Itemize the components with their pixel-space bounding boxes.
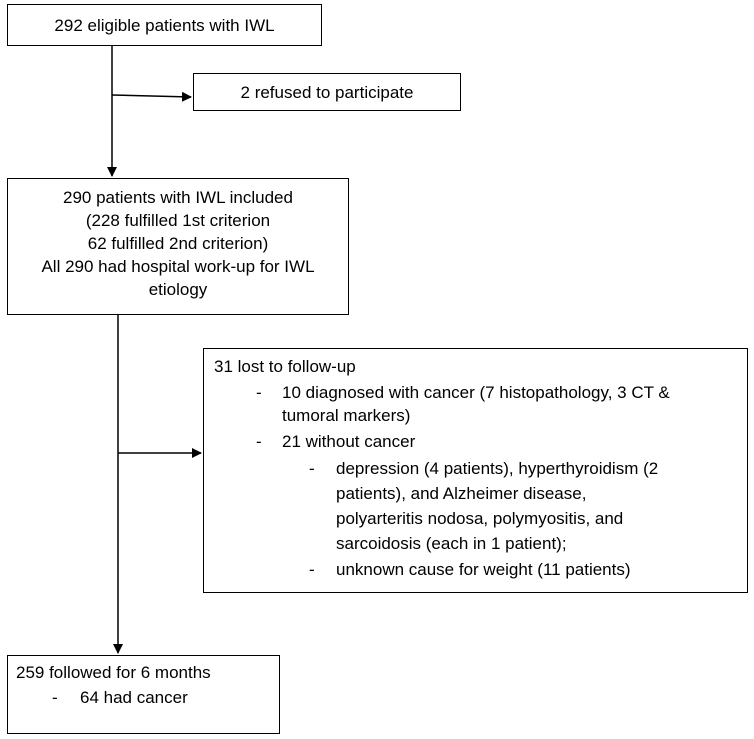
lost-no-cancer: 21 without cancer bbox=[282, 432, 416, 451]
eligible-patients-box: 292 eligible patients with IWL bbox=[7, 4, 322, 46]
lost-cancer-line: 10 diagnosed with cancer (7 histopatholo… bbox=[282, 383, 670, 402]
lost-cancer-line: tumoral markers) bbox=[282, 406, 411, 425]
bullet-dash: - bbox=[256, 383, 262, 402]
lost-title: 31 lost to follow-up bbox=[214, 357, 356, 376]
lost-to-follow-up-box: 31 lost to follow-up - 10 diagnosed with… bbox=[203, 348, 748, 593]
included-line: (228 fulfilled 1st criterion bbox=[85, 211, 271, 230]
included-line: 290 patients with IWL included bbox=[63, 188, 293, 207]
followed-box: 259 followed for 6 months - 64 had cance… bbox=[7, 655, 280, 734]
included-patients-box: 290 patients with IWL included (228 fulf… bbox=[7, 178, 349, 315]
sub-bullet-dash: - bbox=[309, 459, 315, 478]
included-line: 62 fulfilled 2nd criterion) bbox=[87, 234, 269, 253]
lost-causes-line: sarcoidosis (each in 1 patient); bbox=[336, 534, 567, 553]
sub-bullet-dash: - bbox=[309, 560, 315, 579]
refused-text: 2 refused to participate bbox=[240, 82, 414, 102]
followed-title: 259 followed for 6 months bbox=[16, 663, 211, 682]
refused-box: 2 refused to participate bbox=[193, 73, 461, 111]
followed-cancer: 64 had cancer bbox=[80, 688, 188, 707]
lost-causes-line: patients), and Alzheimer disease, bbox=[336, 484, 587, 503]
bullet-dash: - bbox=[256, 432, 262, 451]
included-patients-text: 290 patients with IWL included (228 fulf… bbox=[8, 186, 348, 301]
lost-causes-line: polyarteritis nodosa, polymyositis, and bbox=[336, 509, 624, 528]
arrow-to-refused bbox=[111, 91, 192, 102]
eligible-patients-text: 292 eligible patients with IWL bbox=[54, 15, 275, 35]
lost-unknown-cause: unknown cause for weight (11 patients) bbox=[336, 560, 631, 579]
lost-causes-line: depression (4 patients), hyperthyroidism… bbox=[336, 459, 659, 478]
included-line: etiology bbox=[148, 280, 208, 299]
bullet-dash: - bbox=[52, 688, 58, 707]
included-line: All 290 had hospital work-up for IWL bbox=[41, 257, 315, 276]
